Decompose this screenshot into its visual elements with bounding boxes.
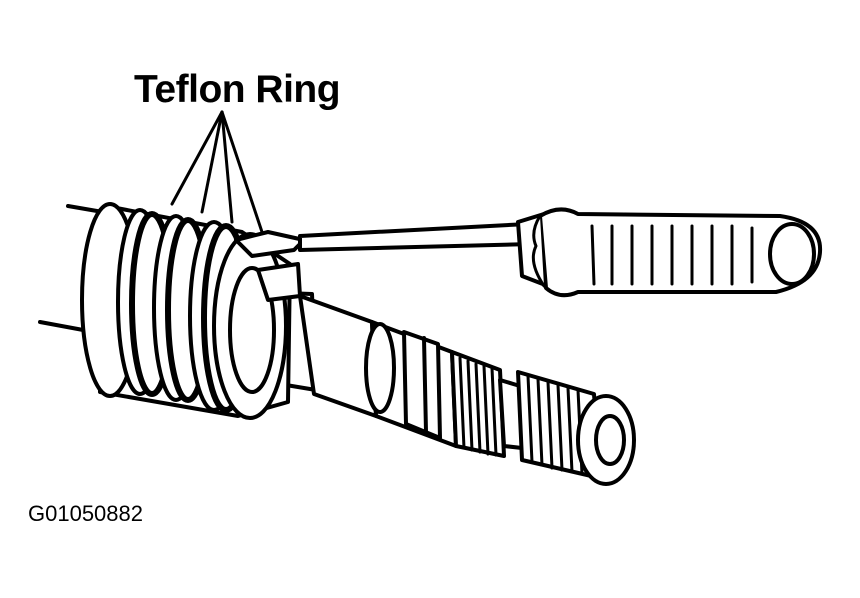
shaft-body (254, 290, 636, 486)
callout-label: Teflon Ring (134, 68, 341, 111)
screwdriver-icon (234, 207, 823, 298)
ring-carrier-drum (80, 202, 302, 420)
callout-leader-lines (170, 110, 264, 234)
figure-code: G01050882 (28, 501, 143, 526)
